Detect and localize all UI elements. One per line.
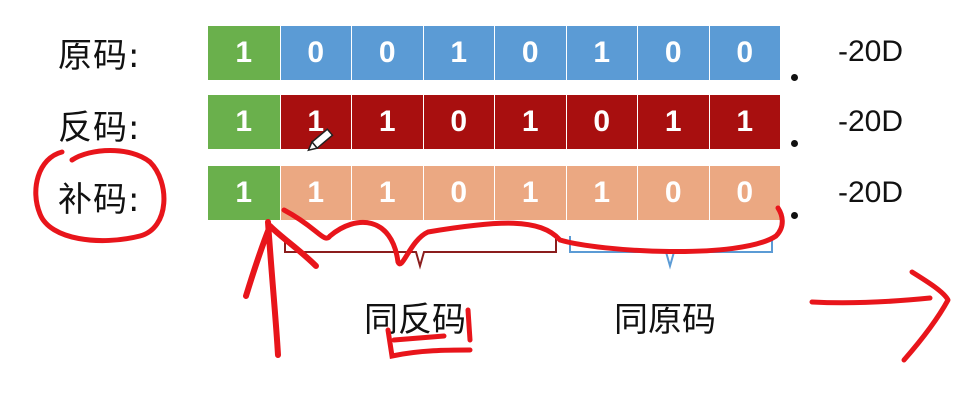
- bit-cell: 0: [565, 95, 637, 149]
- arrow-head-annotation: [243, 223, 319, 299]
- bit-cell: 0: [708, 166, 780, 220]
- bit-cell: 1: [565, 26, 637, 80]
- bit-cell: 1: [494, 95, 566, 149]
- row-end-dot: [791, 140, 798, 147]
- row-end-dot: [791, 74, 798, 81]
- row-label-inverse: 反码:: [58, 108, 141, 148]
- brace-label-same-as-inverse: 同反码: [364, 300, 466, 340]
- bit-cell: 0: [422, 166, 494, 220]
- row-label-complement: 补码:: [58, 180, 141, 220]
- bit-cell: 1: [422, 26, 494, 80]
- bit-cell: 0: [637, 26, 709, 80]
- bit-cell: 1: [351, 95, 423, 149]
- bit-cell: 0: [494, 26, 566, 80]
- bit-cell: 1: [279, 95, 351, 149]
- value-inverse: -20D: [838, 105, 904, 138]
- bit-cell: 1: [279, 166, 351, 220]
- value-complement: -20D: [838, 176, 904, 209]
- right-arrow-annotation: [809, 295, 933, 306]
- arrow-annotation: [265, 219, 281, 358]
- bit-cell: 0: [422, 95, 494, 149]
- bit-cell: 0: [708, 26, 780, 80]
- brace-original-range: [569, 236, 773, 270]
- bit-cell: 1: [208, 166, 280, 220]
- bit-cell: 1: [565, 166, 637, 220]
- bit-cell: 1: [494, 166, 566, 220]
- brace-inverse-range: [284, 236, 557, 270]
- value-original: -20D: [838, 35, 904, 68]
- row-label-original: 原码:: [58, 36, 141, 76]
- bit-cell: 1: [708, 95, 780, 149]
- bit-cell: 1: [208, 26, 280, 80]
- row-end-dot: [791, 212, 798, 219]
- bit-cell: 0: [279, 26, 351, 80]
- bit-cell: 1: [351, 166, 423, 220]
- bit-cell: 1: [637, 95, 709, 149]
- bit-cell: 0: [637, 166, 709, 220]
- bit-cell: 1: [208, 95, 280, 149]
- right-arrow-head-annotation: [901, 269, 951, 363]
- brace-label-same-as-original: 同原码: [614, 300, 716, 340]
- bit-cell: 0: [351, 26, 423, 80]
